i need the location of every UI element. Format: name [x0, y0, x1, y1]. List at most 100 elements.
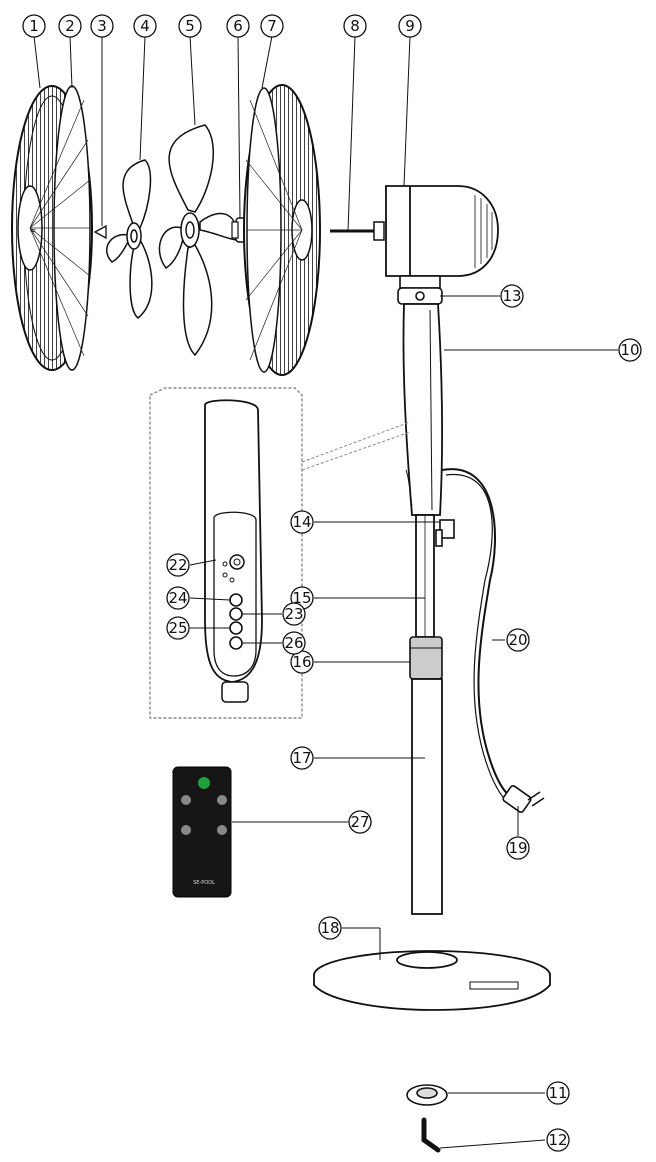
callout-number: 8 [350, 17, 360, 35]
spinner-cap [93, 224, 107, 240]
callout-circle [500, 284, 524, 308]
callout-circle [133, 14, 157, 38]
callout-2: 2 [58, 14, 82, 38]
outer-tube [411, 678, 443, 915]
callout-number: 10 [620, 341, 639, 359]
callout-circle [290, 510, 314, 534]
callout-number: 19 [508, 839, 527, 857]
callout-number: 24 [168, 589, 187, 607]
base-bolt [421, 1117, 441, 1153]
callout-11: 11 [546, 1081, 570, 1105]
inner-tube [415, 514, 435, 638]
callout-number: 9 [405, 17, 415, 35]
callout-number: 16 [292, 653, 311, 671]
leader-lines [33, 35, 618, 1149]
callout-20: 20 [506, 628, 530, 652]
callout-number: 5 [185, 17, 195, 35]
callout-circle [546, 1081, 570, 1105]
callout-7: 7 [260, 14, 284, 38]
front-grill: ≈ [11, 85, 93, 371]
callout-number: 6 [233, 17, 243, 35]
callout-number: 12 [548, 1131, 567, 1149]
power-cord [441, 468, 521, 807]
callout-number: 7 [267, 17, 277, 35]
callout-number: 13 [502, 287, 521, 305]
callout-circle [506, 628, 530, 652]
callout-17: 17 [290, 746, 314, 770]
remote-control: SE-POOL [172, 766, 232, 898]
callout-circle [618, 338, 642, 362]
callout-number: 18 [320, 919, 339, 937]
callout-number: 17 [292, 749, 311, 767]
callout-number: 20 [508, 631, 527, 649]
control-panel-detail [149, 387, 411, 719]
callout-10: 10 [618, 338, 642, 362]
svg-text:≈: ≈ [30, 226, 37, 235]
callout-25: 25 [166, 616, 190, 640]
callout-3: 3 [90, 14, 114, 38]
callout-circle [282, 631, 306, 655]
callout-number: 1 [29, 17, 39, 35]
callout-circle [318, 916, 342, 940]
fan-blade-small [106, 159, 153, 319]
base-nut [406, 1084, 448, 1106]
callout-number: 15 [292, 589, 311, 607]
callout-circle [506, 836, 530, 860]
callout-8: 8 [343, 14, 367, 38]
callout-circle [22, 14, 46, 38]
callout-22: 22 [166, 553, 190, 577]
callout-number: 11 [548, 1084, 567, 1102]
callout-number: 22 [168, 556, 187, 574]
remote-brand-label: SE-POOL [193, 880, 215, 886]
callout-circle [546, 1128, 570, 1152]
callout-23: 23 [282, 602, 306, 626]
callout-circle [348, 810, 372, 834]
callout-18: 18 [318, 916, 342, 940]
callout-number: 3 [97, 17, 107, 35]
callout-number: 14 [292, 513, 311, 531]
callout-26: 26 [282, 631, 306, 655]
callout-4: 4 [133, 14, 157, 38]
callout-circle [166, 553, 190, 577]
callout-16: 16 [290, 650, 314, 674]
callout-circle [166, 616, 190, 640]
height-lock-knob [435, 519, 455, 547]
callout-number: 27 [350, 813, 369, 831]
callout-circle [343, 14, 367, 38]
fan-blade-large [158, 124, 238, 357]
callout-13: 13 [500, 284, 524, 308]
callout-19: 19 [506, 836, 530, 860]
tilt-joint [397, 275, 443, 305]
callout-number: 26 [284, 634, 303, 652]
callout-6: 6 [226, 14, 250, 38]
callout-12: 12 [546, 1128, 570, 1152]
callout-circle [282, 602, 306, 626]
motor-shaft [330, 221, 385, 241]
callout-27: 27 [348, 810, 372, 834]
motor-housing [385, 185, 499, 277]
power-plug [502, 785, 545, 813]
callout-circle [178, 14, 202, 38]
callout-circle [58, 14, 82, 38]
callout-1: 1 [22, 14, 46, 38]
callout-circle [290, 746, 314, 770]
fan-base [313, 950, 551, 1011]
rear-grill [243, 84, 321, 376]
callout-number: 25 [168, 619, 187, 637]
callout-9: 9 [398, 14, 422, 38]
callout-5: 5 [178, 14, 202, 38]
callout-circle [260, 14, 284, 38]
callout-14: 14 [290, 510, 314, 534]
callout-circle [226, 14, 250, 38]
callout-number: 23 [284, 605, 303, 623]
callout-circle [90, 14, 114, 38]
callout-circle [398, 14, 422, 38]
callout-number: 2 [65, 17, 75, 35]
callout-number: 4 [140, 17, 150, 35]
upper-body [402, 303, 444, 516]
tube-collar [409, 636, 443, 680]
callout-circle [166, 586, 190, 610]
